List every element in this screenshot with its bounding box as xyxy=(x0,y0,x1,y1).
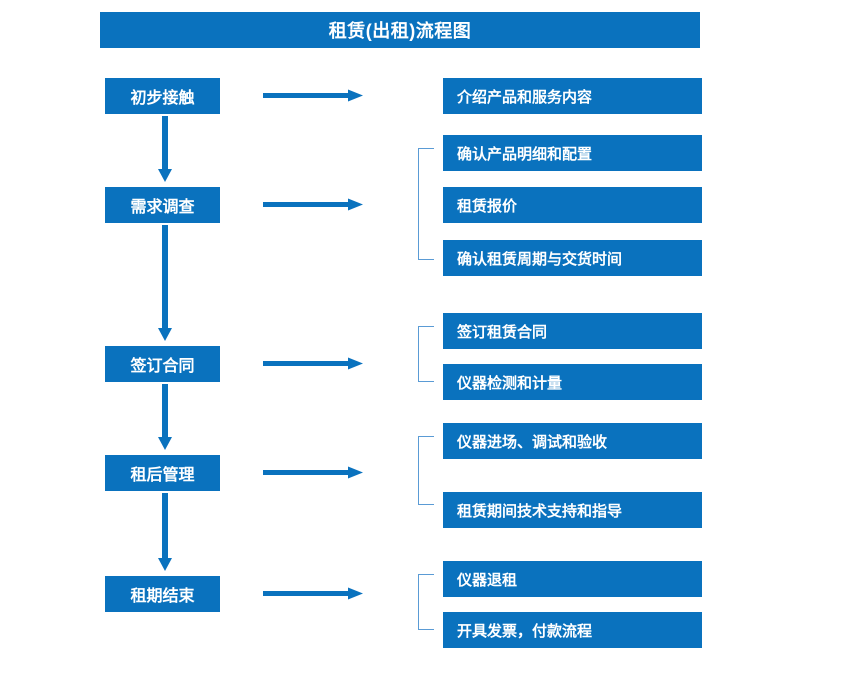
arrow-end xyxy=(263,585,363,603)
detail-box-5[interactable]: 仪器检测和计量 xyxy=(443,364,702,400)
bracket-requirement xyxy=(418,148,434,260)
arrow-initial-contact xyxy=(263,87,363,105)
stage-box-2[interactable]: 签订合同 xyxy=(105,346,220,382)
stage-box-1[interactable]: 需求调查 xyxy=(105,187,220,223)
detail-box-9[interactable]: 开具发票，付款流程 xyxy=(443,612,702,648)
stage-box-3[interactable]: 租后管理 xyxy=(105,455,220,491)
arrow-contract xyxy=(263,355,363,373)
detail-box-6[interactable]: 仪器进场、调试和验收 xyxy=(443,423,702,459)
detail-box-4[interactable]: 签订租赁合同 xyxy=(443,313,702,349)
arrow-requirement xyxy=(263,196,363,214)
detail-box-3[interactable]: 确认租赁周期与交货时间 xyxy=(443,240,702,276)
diagram-title: 租赁(出租)流程图 xyxy=(100,12,700,48)
arrow-down-1 xyxy=(156,116,174,182)
detail-box-0[interactable]: 介绍产品和服务内容 xyxy=(443,78,702,114)
stage-box-4[interactable]: 租期结束 xyxy=(105,576,220,612)
bracket-end xyxy=(418,574,434,630)
arrow-after-rent xyxy=(263,464,363,482)
arrow-down-3 xyxy=(156,384,174,450)
detail-box-1[interactable]: 确认产品明细和配置 xyxy=(443,135,702,171)
bracket-contract xyxy=(418,326,434,382)
detail-box-7[interactable]: 租赁期间技术支持和指导 xyxy=(443,492,702,528)
detail-box-2[interactable]: 租赁报价 xyxy=(443,187,702,223)
stage-box-0[interactable]: 初步接触 xyxy=(105,78,220,114)
arrow-down-2 xyxy=(156,225,174,341)
bracket-after-rent xyxy=(418,436,434,505)
detail-box-8[interactable]: 仪器退租 xyxy=(443,561,702,597)
arrow-down-4 xyxy=(156,493,174,571)
